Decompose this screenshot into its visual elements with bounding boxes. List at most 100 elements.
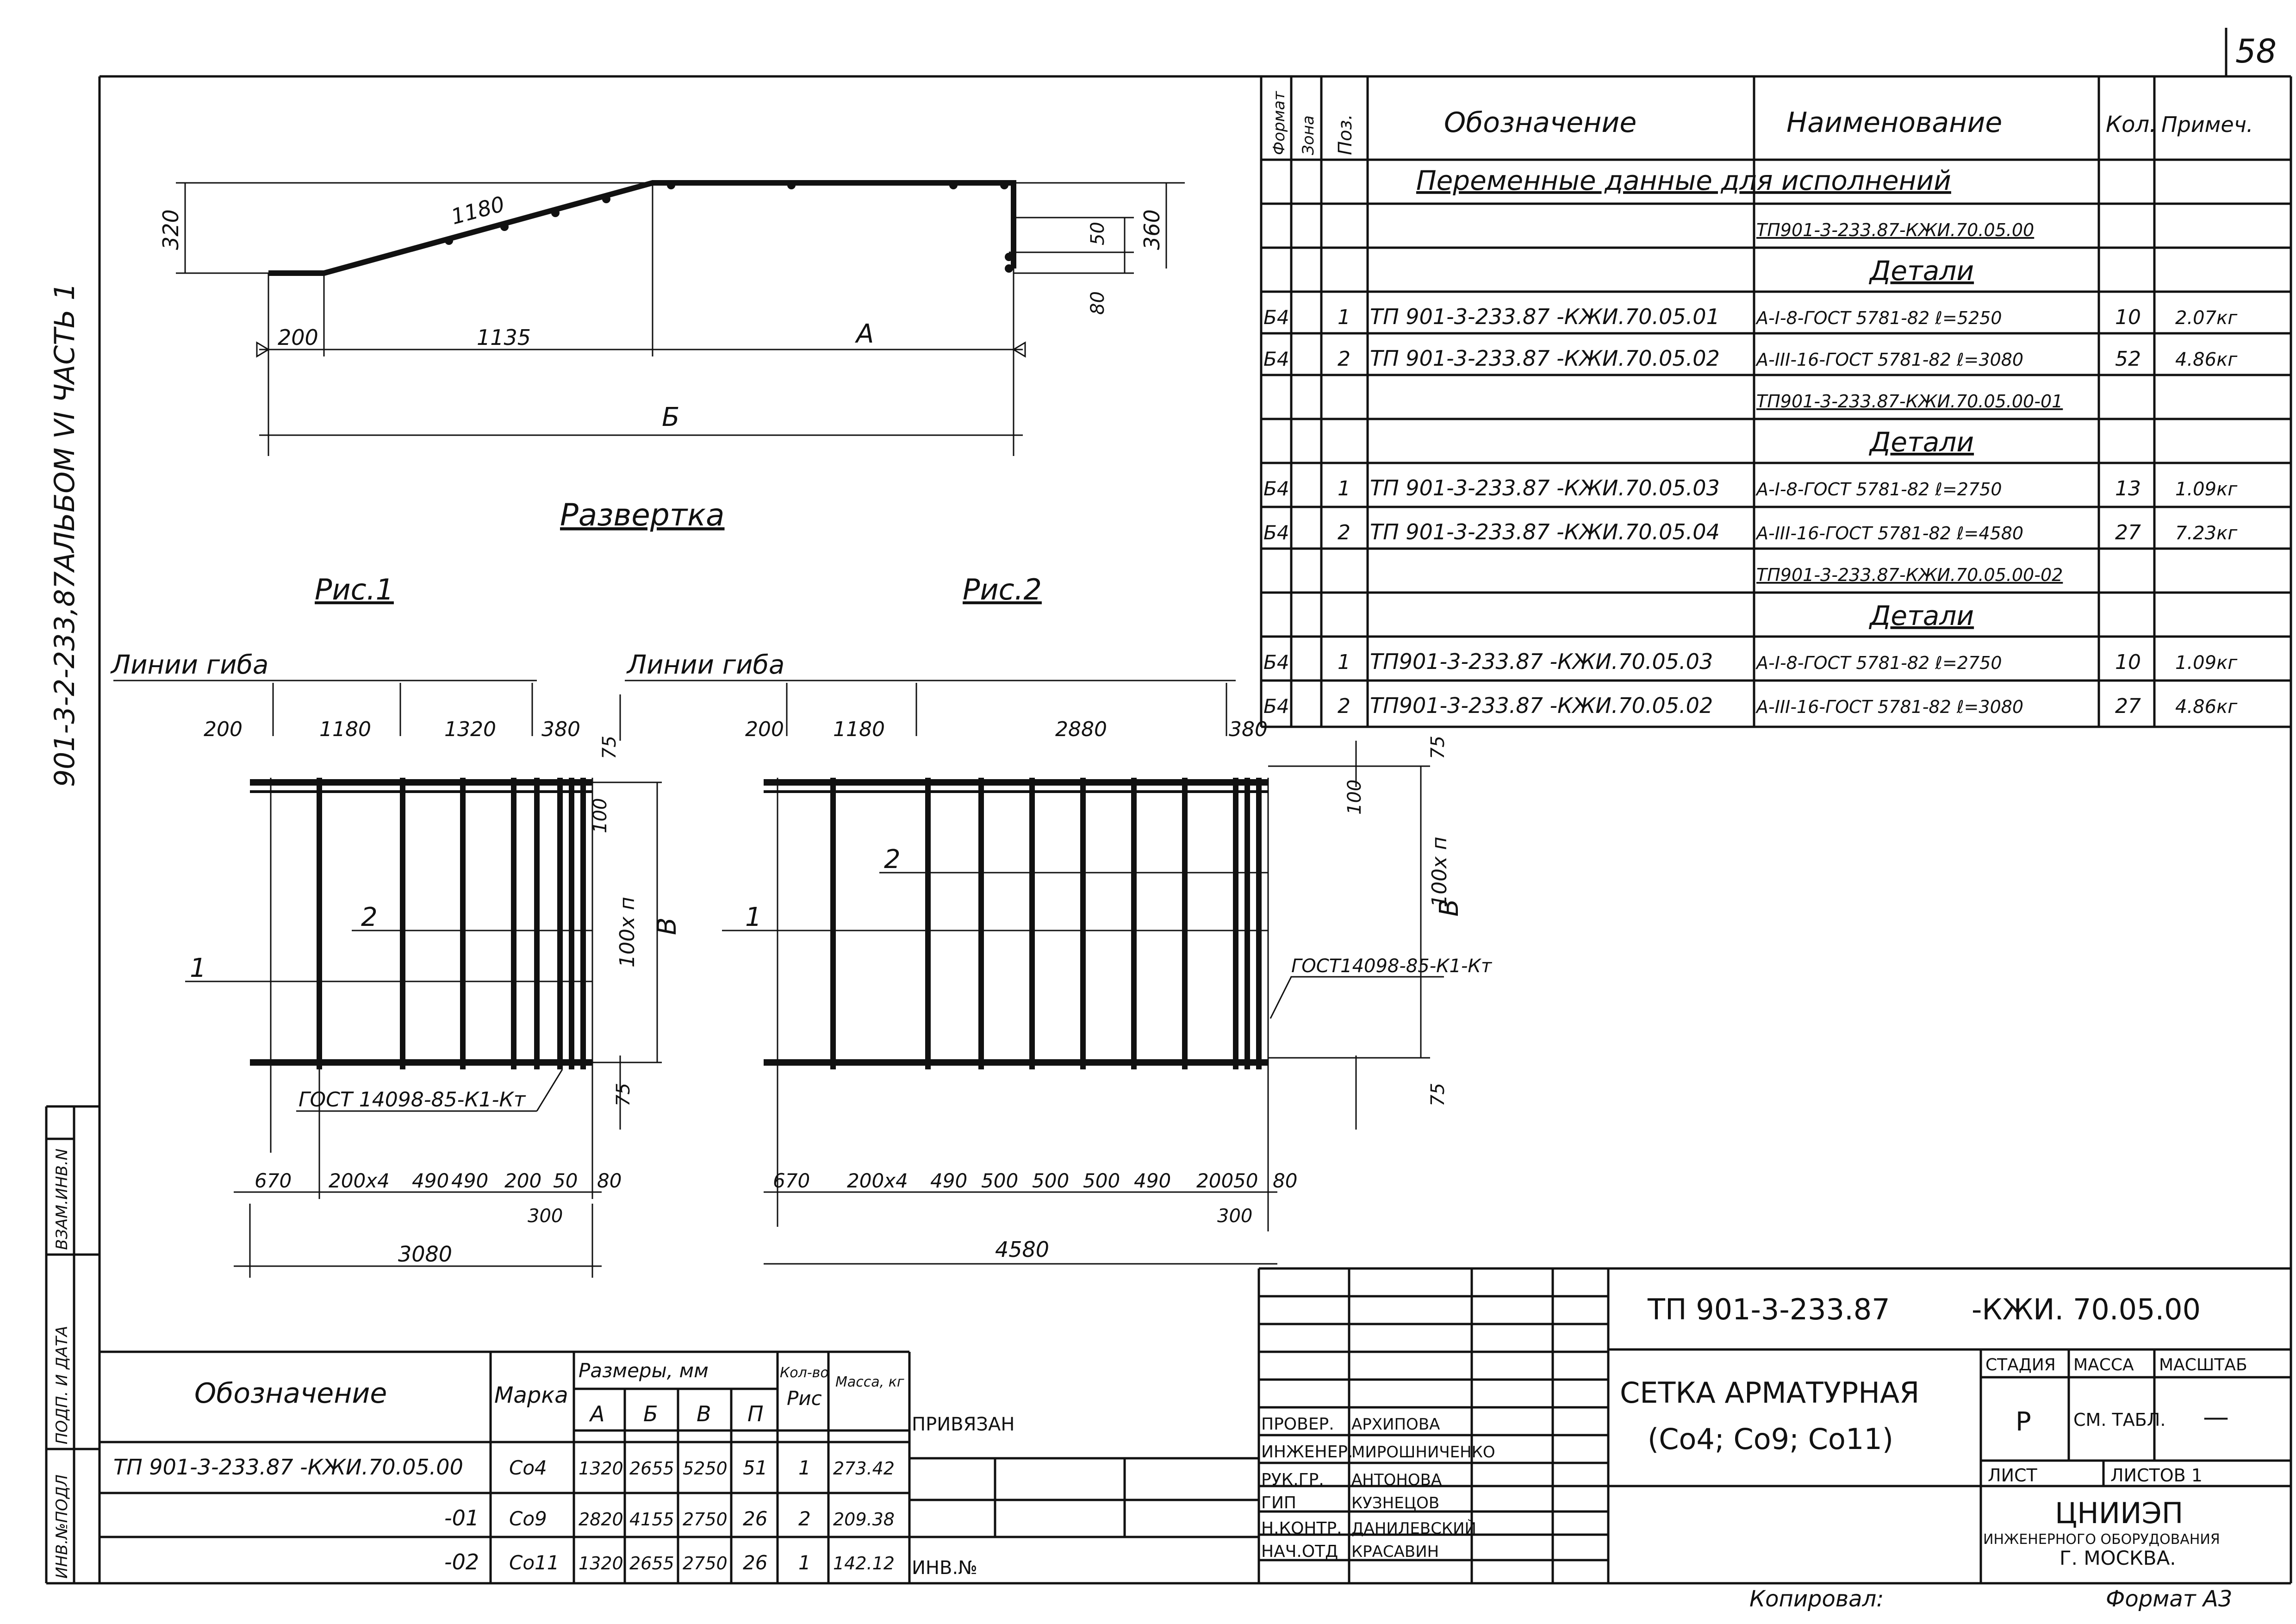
weld-gost-label-1: ГОСТ 14098-85-К1-Кт bbox=[299, 1088, 526, 1112]
spec-row-designation: ТП 901-3-233.87 -КЖИ.70.05.02 bbox=[1370, 346, 1720, 371]
fig2-bottom-dim: 500 bbox=[1032, 1169, 1069, 1192]
mark-row-fig: 2 bbox=[798, 1507, 811, 1530]
mark-h-B: Б bbox=[643, 1401, 658, 1426]
tb-mass: СМ. ТАБЛ. bbox=[2073, 1410, 2165, 1430]
tb-sheets-h: ЛИСТОВ 1 bbox=[2110, 1465, 2203, 1486]
fig2-dim-300: 300 bbox=[1217, 1206, 1252, 1227]
tb-stage-h: СТАДИЯ bbox=[1985, 1355, 2056, 1374]
fig1-side-V: В bbox=[652, 918, 682, 935]
spec-row-name: А-III-16-ГОСТ 5781-82 ℓ=4580 bbox=[1755, 523, 2023, 543]
mark-row-P: 26 bbox=[743, 1551, 767, 1574]
fig1-side-100: 100 bbox=[590, 798, 611, 833]
side-label: 901-3-2-233,87АЛЬБОМ VI ЧАСТЬ 1 bbox=[49, 283, 81, 787]
spec-row-name: А-I-8-ГОСТ 5781-82 ℓ=2750 bbox=[1755, 479, 2002, 500]
spec-row-pos: 2 bbox=[1338, 521, 1350, 544]
spec-h-note: Примеч. bbox=[2161, 112, 2253, 137]
staff-name: КУЗНЕЦОВ bbox=[1351, 1494, 1439, 1512]
spec-row-qty: 10 bbox=[2115, 650, 2141, 674]
tb-code: ТП 901-3-233.87 bbox=[1647, 1293, 1890, 1326]
attach-inv: ИНВ.№ bbox=[912, 1557, 977, 1579]
mark-row-A: 2820 bbox=[579, 1509, 623, 1530]
frame-line bbox=[98, 75, 2292, 1585]
spec-h-qty: Кол. bbox=[2106, 112, 2156, 137]
tb-stage: Р bbox=[2016, 1407, 2031, 1437]
dim-200: 200 bbox=[278, 325, 318, 350]
spec-h-name: Наименование bbox=[1786, 106, 2002, 139]
fig1-side-75b: 75 bbox=[613, 1083, 634, 1106]
spec-row-format: Б4 bbox=[1263, 306, 1289, 329]
mark-row-V: 2750 bbox=[683, 1509, 728, 1530]
mark-row-P: 51 bbox=[743, 1456, 767, 1479]
footer-copied: Копировал: bbox=[1749, 1586, 1884, 1612]
tb-scale: — bbox=[2203, 1402, 2229, 1432]
spec-row-qty: 52 bbox=[2115, 347, 2141, 371]
spec-h-zone: Зона bbox=[1299, 115, 1318, 155]
spec-row-name: ТП901-3-233.87-КЖИ.70.05.00 bbox=[1756, 220, 2034, 240]
spec-row-designation: ТП901-3-233.87 -КЖИ.70.05.02 bbox=[1370, 693, 1713, 718]
fig2-bottom-dim: 490 bbox=[1134, 1169, 1171, 1192]
mark-row-designation: -02 bbox=[444, 1549, 479, 1574]
weld-gost-label-2: ГОСТ14098-85-К1-Кт bbox=[1291, 956, 1493, 977]
tb-org2: ИНЖЕНЕРНОГО ОБОРУДОВАНИЯ bbox=[1983, 1531, 2220, 1548]
fig2-side-V: В bbox=[1434, 899, 1464, 917]
pos1-label-fig2: 1 bbox=[745, 902, 762, 932]
spec-row-name: Детали bbox=[1868, 255, 1974, 287]
spec-row-pos: 1 bbox=[1338, 650, 1350, 674]
spec-row-qty: 10 bbox=[2115, 306, 2141, 329]
dim-320: 320 bbox=[158, 209, 183, 250]
mark-h-designation: Обозначение bbox=[194, 1377, 387, 1410]
spec-row-name: ТП901-3-233.87-КЖИ.70.05.00-02 bbox=[1756, 565, 2063, 585]
mark-table-grid bbox=[100, 1350, 911, 1583]
fig2-top-dim: 380 bbox=[1229, 718, 1268, 741]
staff-name: МИРОШНИЧЕНКО bbox=[1351, 1443, 1495, 1462]
mesh-fig1 bbox=[113, 680, 662, 1278]
staff-name: АНТОНОВА bbox=[1351, 1471, 1442, 1489]
mark-h-A: А bbox=[589, 1401, 604, 1426]
fig1-side-75a: 75 bbox=[599, 736, 620, 759]
pos2-label-fig2: 2 bbox=[884, 844, 901, 874]
fig2-bottom-dim: 200х4 bbox=[847, 1169, 908, 1192]
dim-80: 80 bbox=[1087, 291, 1108, 315]
spec-row-note: 1.09кг bbox=[2175, 479, 2238, 500]
fig2-side-100n: 100х п bbox=[1428, 837, 1451, 907]
title-block-grid bbox=[1257, 1267, 2292, 1585]
fig1-top-dim: 200 bbox=[204, 718, 243, 741]
tb-scale-h: МАСШТАБ bbox=[2159, 1355, 2247, 1374]
spec-row-name: А-III-16-ГОСТ 5781-82 ℓ=3080 bbox=[1755, 350, 2023, 370]
staff-role: Н.КОНТР. bbox=[1261, 1519, 1342, 1538]
fig1-bottom-dim: 200х4 bbox=[329, 1169, 390, 1192]
spec-row-format: Б4 bbox=[1263, 521, 1289, 544]
sheet-number: 58 bbox=[2235, 32, 2277, 70]
attach-grid bbox=[909, 1268, 1260, 1583]
fig2-total-dim: 4580 bbox=[995, 1237, 1049, 1262]
mark-row-P: 26 bbox=[743, 1507, 767, 1530]
mark-row-A: 1320 bbox=[579, 1458, 623, 1479]
spec-row-pos: 1 bbox=[1338, 477, 1350, 500]
mark-row-B: 4155 bbox=[629, 1509, 674, 1530]
stamp-replace-label: ВЗАМ.ИНВ.N bbox=[53, 1149, 71, 1250]
fig2-bottom-dim: 200 bbox=[1196, 1169, 1233, 1192]
pos2-label-fig1: 2 bbox=[361, 902, 378, 932]
spec-row-designation: ТП 901-3-233.87 -КЖИ.70.05.04 bbox=[1370, 519, 1720, 544]
spec-row-format: Б4 bbox=[1263, 651, 1289, 674]
fig1-bottom-dim: 670 bbox=[255, 1169, 292, 1192]
fig1-bottom-dim: 490 bbox=[451, 1169, 488, 1192]
fig2-top-dim: 2880 bbox=[1055, 718, 1107, 741]
dim-50: 50 bbox=[1087, 222, 1108, 245]
mark-row-mass: 209.38 bbox=[833, 1509, 895, 1530]
tb-mass-h: МАССА bbox=[2073, 1355, 2134, 1374]
fig1-total-dim: 3080 bbox=[398, 1242, 452, 1267]
bend-lines-label-2: Линии гиба bbox=[626, 650, 784, 680]
staff-name: КРАСАВИН bbox=[1351, 1543, 1439, 1561]
stamp-sign-label: ПОДП. И ДАТА bbox=[53, 1326, 71, 1444]
staff-role: НАЧ.ОТД bbox=[1261, 1542, 1338, 1561]
spec-table-grid bbox=[1260, 76, 2291, 728]
spec-h-designation: Обозначение bbox=[1444, 106, 1636, 139]
spec-row-designation: ТП 901-3-233.87 -КЖИ.70.05.01 bbox=[1370, 304, 1720, 329]
dim-A: А bbox=[855, 319, 874, 349]
fig1-bottom-dim: 490 bbox=[412, 1169, 449, 1192]
mark-row-mark: Со11 bbox=[509, 1551, 559, 1574]
fig2-bottom-dim: 500 bbox=[981, 1169, 1018, 1192]
stamp-inv-label: ИНВ.№ПОДЛ bbox=[53, 1474, 71, 1579]
